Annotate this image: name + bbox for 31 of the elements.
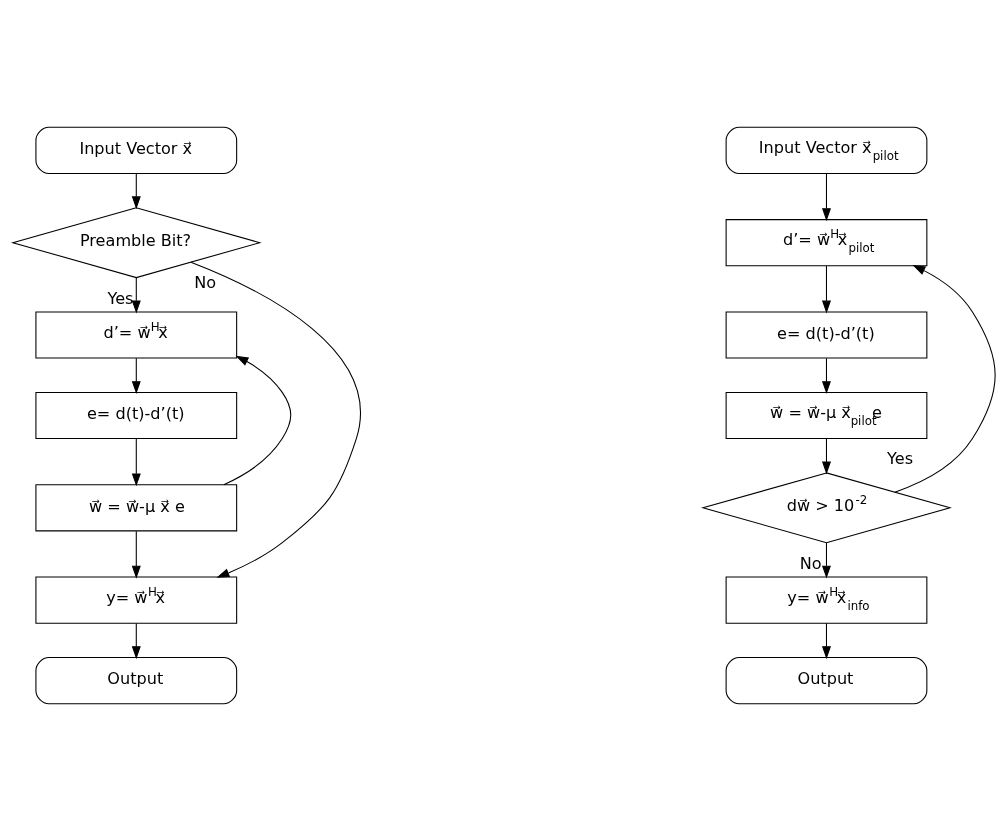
node-box: y= w⃗$^{H}$x⃗$_{info}$: [725, 576, 928, 624]
node-box: y= w⃗$^{H}$x⃗: [35, 576, 238, 624]
node-box: Input Vector x⃗$_{pilot}$: [725, 126, 928, 174]
arrow: [131, 277, 141, 314]
node-box: e= d(t)-d’(t): [725, 311, 928, 359]
node-box: d’= w⃗$^{H}$x⃗: [35, 311, 238, 359]
arrow: [131, 438, 141, 487]
arrow: [821, 173, 831, 222]
arrow: [821, 265, 831, 314]
node-box: Input Vector x⃗: [35, 126, 238, 174]
edge-label: No: [799, 553, 822, 573]
arrow: [190, 261, 361, 578]
arrow: [821, 542, 831, 579]
edge-label: Yes: [107, 288, 134, 308]
arrow: [131, 530, 141, 579]
arrow: [131, 622, 141, 660]
arrow: [223, 355, 292, 486]
node-box: Output: [35, 657, 238, 705]
node-box: e= d(t)-d’(t): [35, 391, 238, 440]
arrow: [131, 173, 141, 210]
arrow: [131, 357, 141, 394]
node-box: w⃗ = w⃗-μ x⃗ e: [35, 484, 238, 532]
node-box: Output: [725, 657, 928, 705]
arrow: [821, 438, 831, 475]
node-box: d’= w⃗$^{H}$x⃗$_{pilot}$: [725, 219, 928, 267]
arrow: [894, 265, 996, 493]
arrow: [821, 622, 831, 660]
node-diamond: dw⃗ > 10$^{-2}$: [701, 472, 952, 544]
arrow: [821, 357, 831, 394]
edge-label: Yes: [887, 449, 914, 469]
node-box: w⃗ = w⃗-μ x⃗$_{pilot}$e: [725, 391, 928, 440]
